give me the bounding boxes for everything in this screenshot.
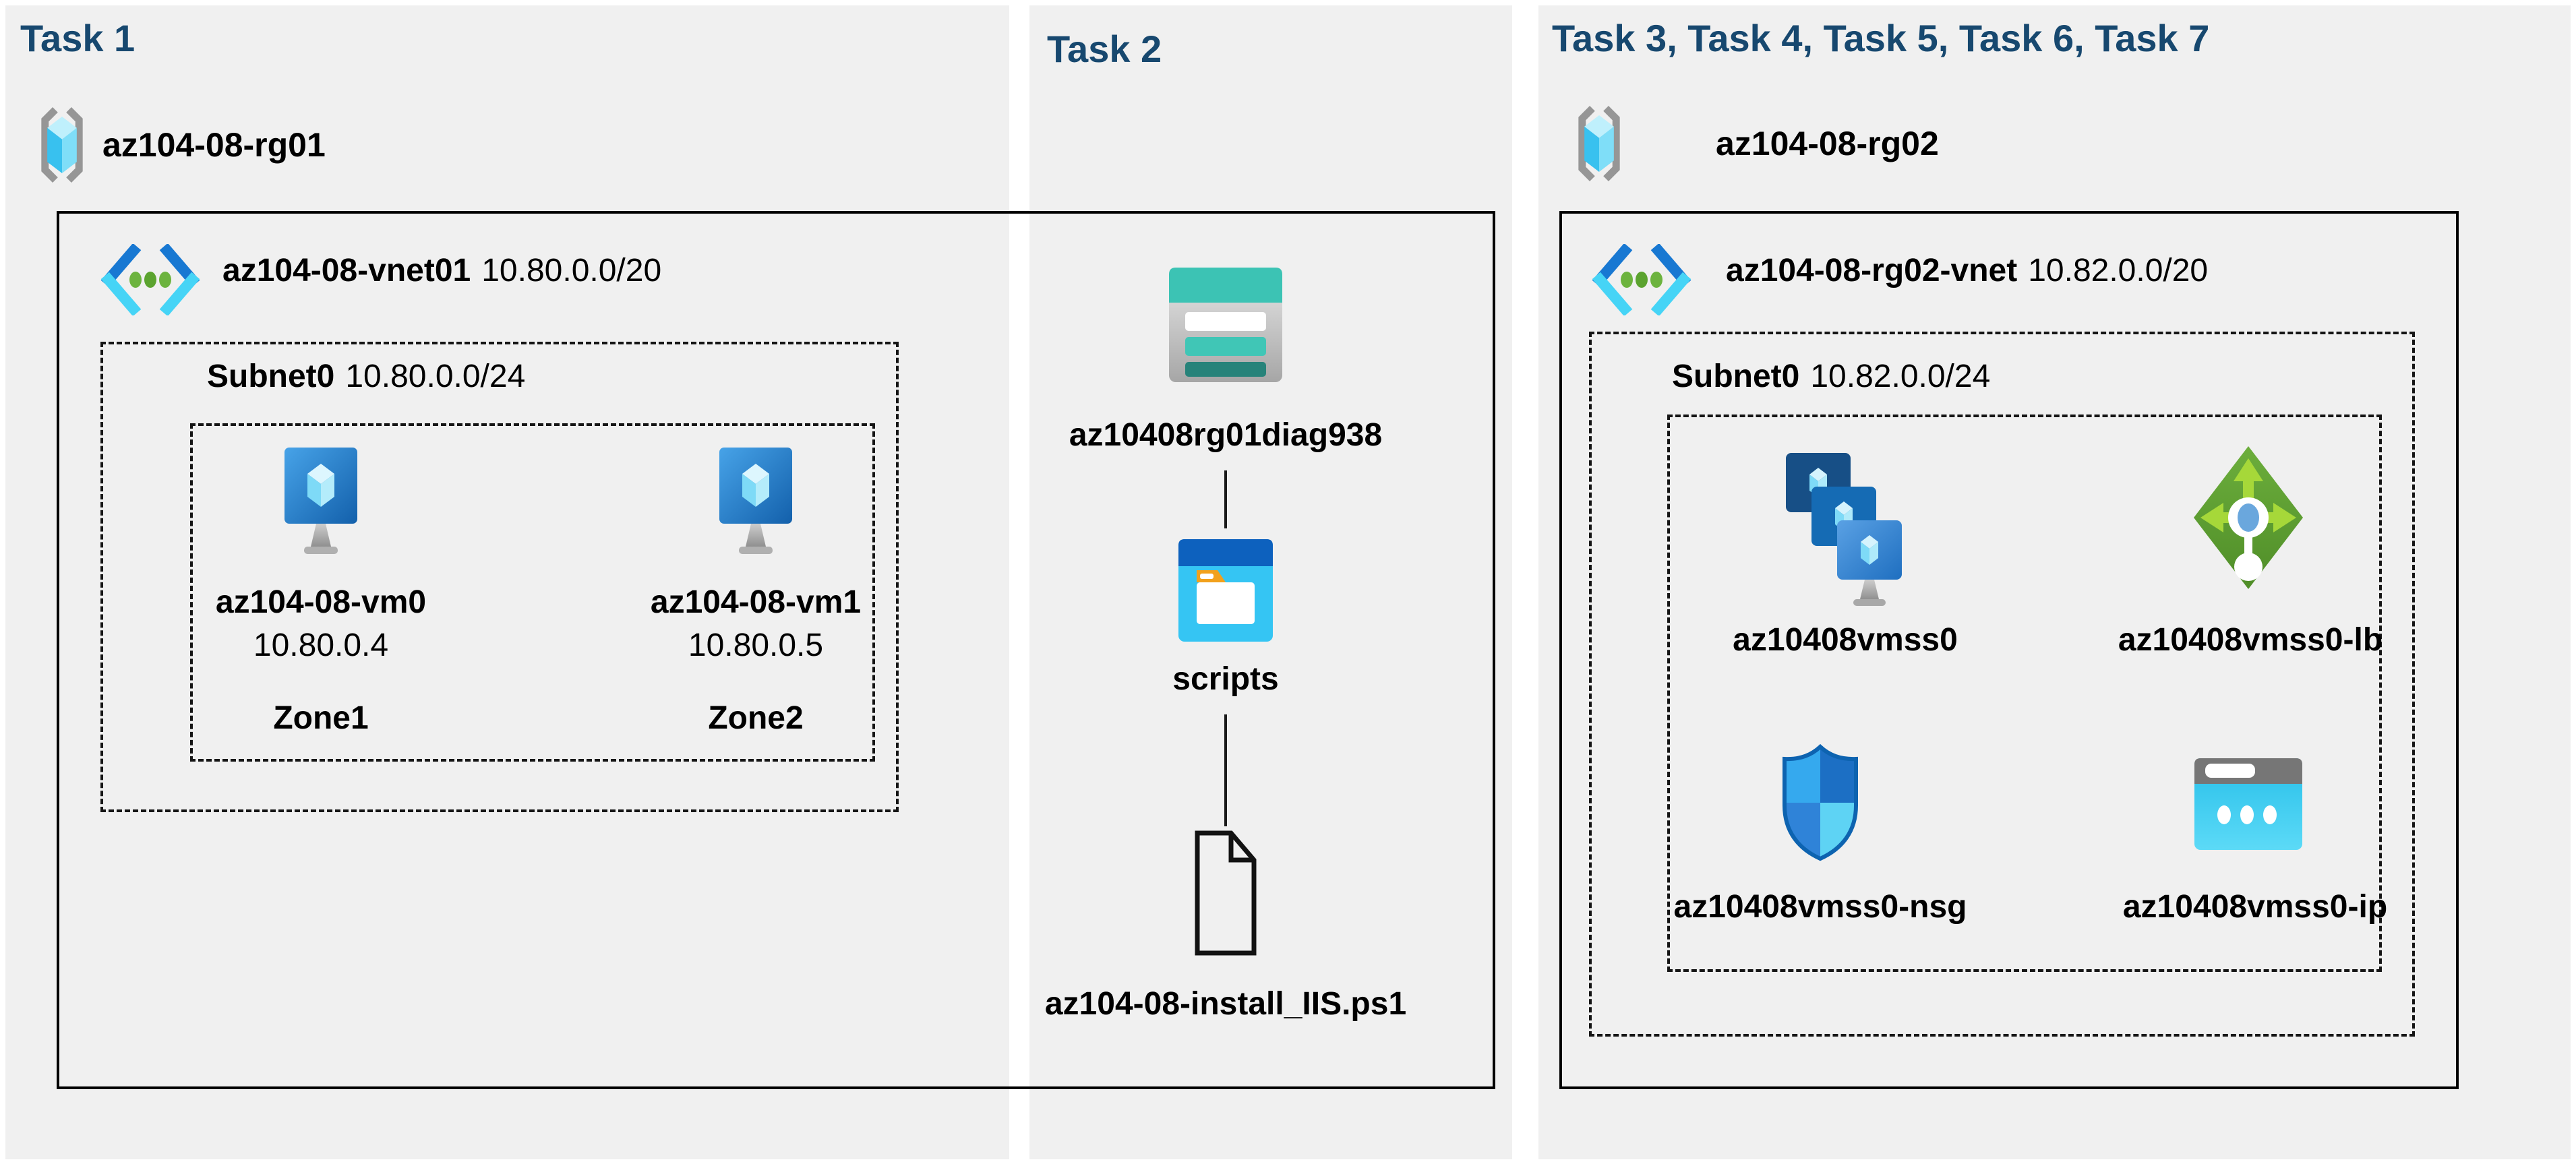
vmss-group-box (1667, 415, 2382, 972)
connector-line (1224, 714, 1227, 826)
public-ip-label: az10408vmss0-ip (2122, 889, 2388, 925)
task2-title: Task 2 (1047, 28, 1162, 70)
vnet1-cidr: 10.80.0.0/20 (481, 253, 662, 288)
vmss-label: az10408vmss0 (1733, 622, 1958, 658)
vm0-name: az104-08-vm0 (215, 584, 427, 620)
subnet1-label: Subnet0 10.80.0.0/24 (207, 358, 525, 395)
task1-panel (5, 5, 1009, 1159)
load-balancer-icon (2191, 443, 2306, 592)
subnet1-name: Subnet0 (207, 359, 335, 394)
load-balancer-label: az10408vmss0-lb (2118, 622, 2383, 658)
vm0-ip: 10.80.0.4 (253, 627, 389, 663)
storage-account-icon (1169, 268, 1282, 382)
blob-container-folder-icon (1178, 539, 1273, 642)
resource-group-icon (1571, 96, 1627, 191)
virtual-machine-icon (719, 447, 793, 559)
network-security-group-icon (1776, 743, 1864, 862)
subnet2-label: Subnet0 10.82.0.0/24 (1672, 358, 1990, 395)
subnet1-box (100, 342, 899, 812)
subnet1-cidr: 10.80.0.0/24 (345, 359, 526, 394)
folder-label: scripts (1172, 661, 1279, 697)
storage-account-label: az10408rg01diag938 (1069, 417, 1383, 453)
vm0-zone: Zone1 (273, 700, 369, 736)
rg2-box (1559, 211, 2459, 1089)
vm1-ip: 10.80.0.5 (688, 627, 824, 663)
vnet2-name: az104-08-rg02-vnet (1726, 253, 2018, 288)
subnet2-name: Subnet0 (1672, 359, 1800, 394)
virtual-machine-icon (284, 447, 358, 559)
rg2-label: az104-08-rg02 (1716, 125, 1939, 162)
vnet1-name: az104-08-vnet01 (222, 253, 471, 288)
task1-title: Task 1 (20, 17, 136, 59)
vm1-name: az104-08-vm1 (650, 584, 862, 620)
vnet2-label: az104-08-rg02-vnet 10.82.0.0/20 (1726, 252, 2208, 289)
task3-title: Task 3, Task 4, Task 5, Task 6, Task 7 (1552, 17, 2210, 59)
nsg-label: az10408vmss0-nsg (1673, 889, 1967, 925)
script-file-icon (1192, 828, 1259, 958)
vnet2-cidr: 10.82.0.0/20 (2028, 253, 2209, 288)
public-ip-icon (2194, 758, 2302, 850)
rg1-label: az104-08-rg01 (102, 126, 326, 164)
resource-group-icon (34, 98, 90, 192)
rg1-box (57, 211, 1495, 1089)
virtual-network-icon (100, 244, 201, 315)
script-file-label: az104-08-install_IIS.ps1 (1044, 986, 1407, 1022)
virtual-network-icon (1591, 244, 1692, 315)
zones-box (190, 423, 875, 762)
vnet1-label: az104-08-vnet01 10.80.0.0/20 (222, 252, 661, 289)
subnet2-cidr: 10.82.0.0/24 (1810, 359, 1991, 394)
subnet2-box (1589, 332, 2415, 1037)
vm-scale-set-icon (1786, 453, 1902, 607)
task3-panel (1538, 5, 2571, 1159)
connector-line (1224, 470, 1227, 528)
vm1-zone: Zone2 (708, 700, 804, 736)
